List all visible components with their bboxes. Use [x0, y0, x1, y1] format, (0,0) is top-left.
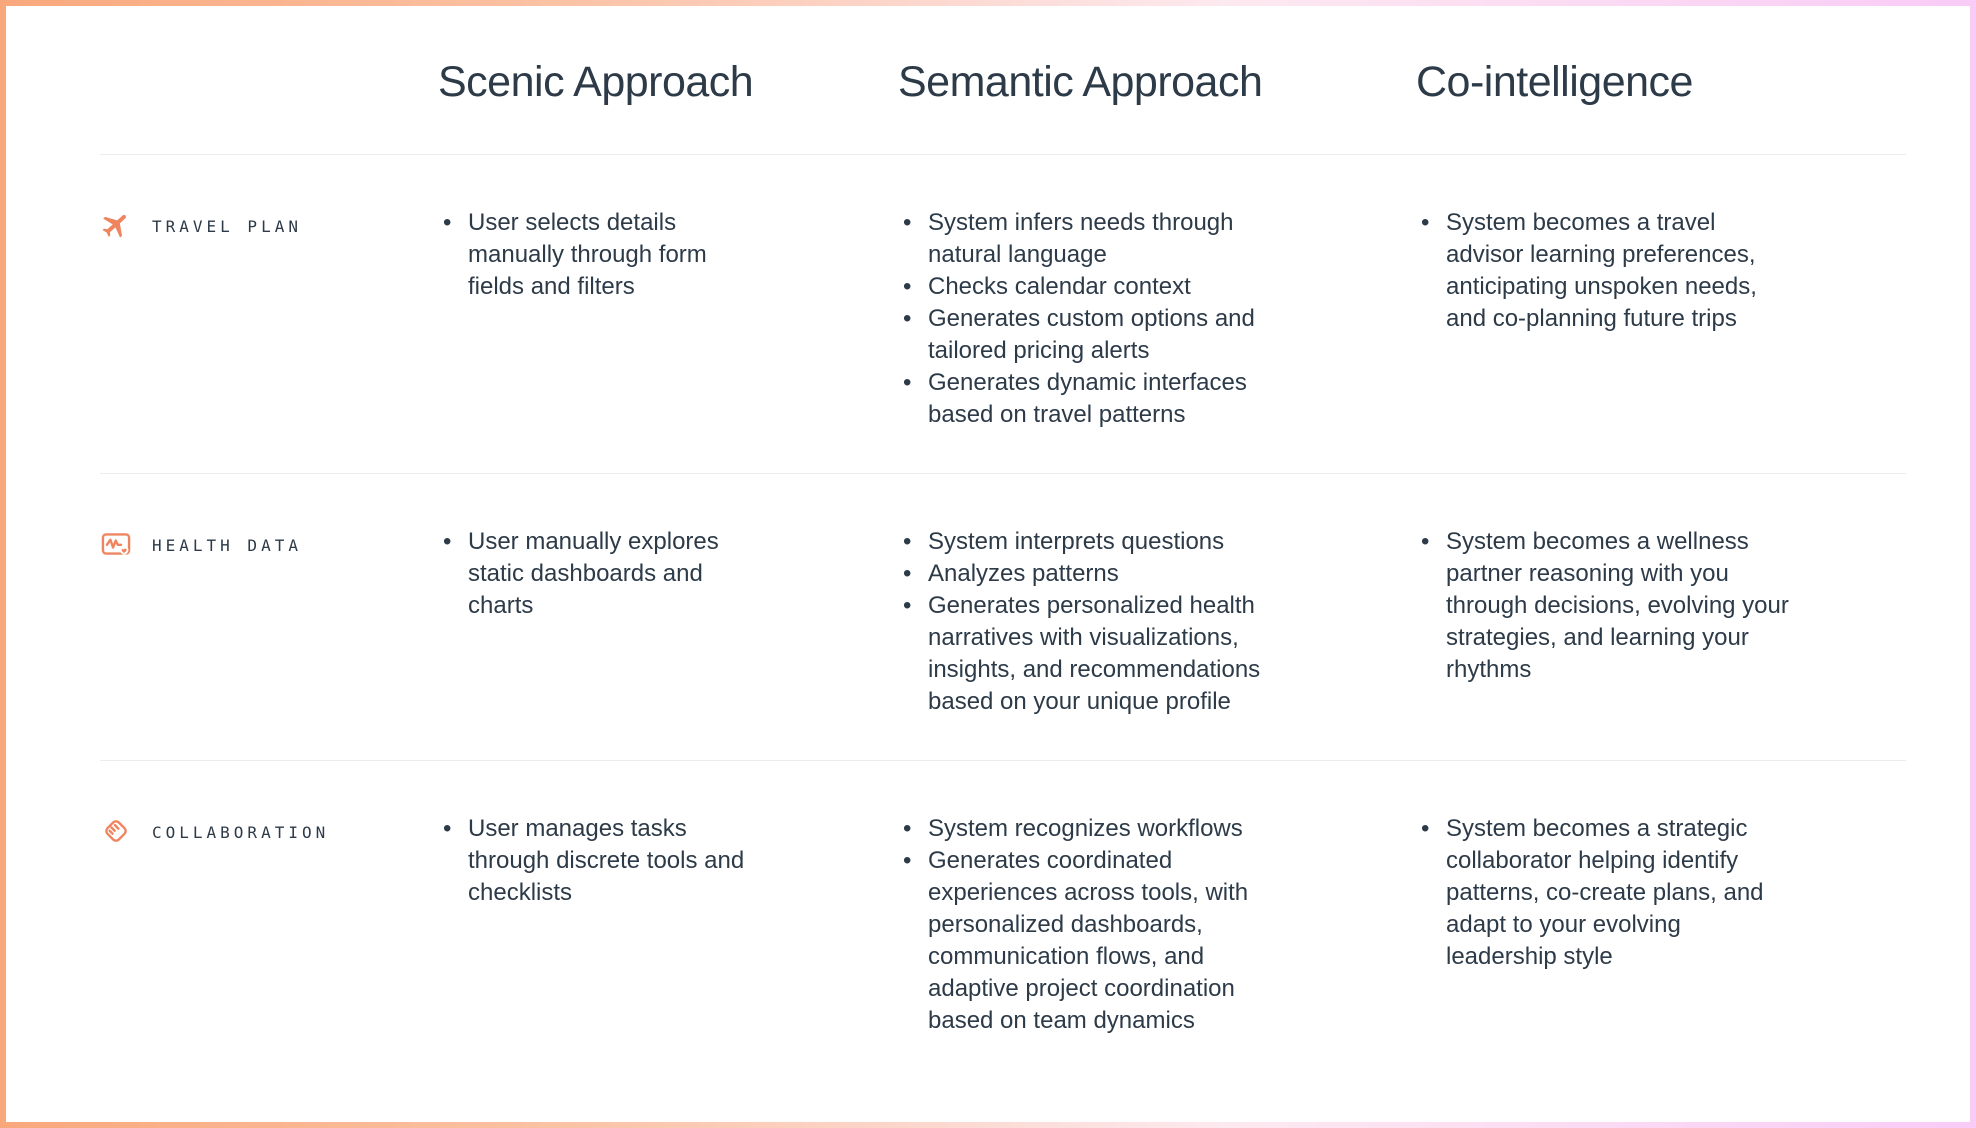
plane-icon: [100, 209, 132, 241]
row-label: TRAVEL PLAN: [152, 217, 302, 236]
bullet-item: User selects details manually through fo…: [438, 207, 768, 303]
bullet-item: Generates custom options and tailored pr…: [898, 303, 1288, 367]
cell-scenic: User manages tasks through discrete tool…: [438, 813, 898, 1037]
bullet-item: System becomes a strategic collaborator …: [1416, 813, 1791, 973]
bullet-item: Generates dynamic interfaces based on tr…: [898, 367, 1288, 431]
row-label: COLLABORATION: [152, 823, 330, 842]
cell-scenic: User manually explores static dashboards…: [438, 526, 898, 718]
bullet-item: System becomes a travel advisor learning…: [1416, 207, 1791, 335]
bullet-item: System recognizes workflows: [898, 813, 1288, 845]
table-row-travel-plan: TRAVEL PLAN User selects details manuall…: [100, 155, 1906, 474]
bullet-item: System interprets questions: [898, 526, 1288, 558]
cell-cointelligence: System becomes a strategic collaborator …: [1416, 813, 1900, 1037]
row-header-travel-plan: TRAVEL PLAN: [100, 207, 438, 431]
bullet-item: User manually explores static dashboards…: [438, 526, 768, 622]
health-monitor-icon: [100, 528, 132, 560]
bullet-item: Generates personalized health narratives…: [898, 590, 1288, 718]
row-header-collaboration: COLLABORATION: [100, 813, 438, 1037]
bullet-item: Analyzes patterns: [898, 558, 1288, 590]
bullet-item: System becomes a wellness partner reason…: [1416, 526, 1791, 686]
bullet-item: Checks calendar context: [898, 271, 1288, 303]
comparison-table: Scenic Approach Semantic Approach Co-int…: [6, 6, 1970, 1122]
bullet-item: System infers needs through natural lang…: [898, 207, 1288, 271]
cell-scenic: User selects details manually through fo…: [438, 207, 898, 431]
column-header-scenic: Scenic Approach: [438, 58, 754, 106]
cell-cointelligence: System becomes a wellness partner reason…: [1416, 526, 1900, 718]
handshake-icon: [100, 815, 132, 847]
table-row-collaboration: COLLABORATION User manages tasks through…: [100, 761, 1906, 1079]
row-header-health-data: HEALTH DATA: [100, 526, 438, 718]
column-header-cointelligence: Co-intelligence: [1416, 58, 1693, 106]
column-header-semantic: Semantic Approach: [898, 58, 1263, 106]
cell-semantic: System infers needs through natural lang…: [898, 207, 1416, 431]
bullet-item: User manages tasks through discrete tool…: [438, 813, 768, 909]
cell-semantic: System interprets questions Analyzes pat…: [898, 526, 1416, 718]
cell-semantic: System recognizes workflows Generates co…: [898, 813, 1416, 1037]
table-row-health-data: HEALTH DATA User manually explores stati…: [100, 474, 1906, 761]
table-header-row: Scenic Approach Semantic Approach Co-int…: [100, 6, 1906, 155]
row-label: HEALTH DATA: [152, 536, 302, 555]
cell-cointelligence: System becomes a travel advisor learning…: [1416, 207, 1900, 431]
bullet-item: Generates coordinated experiences across…: [898, 845, 1288, 1037]
header-spacer: [100, 6, 438, 154]
